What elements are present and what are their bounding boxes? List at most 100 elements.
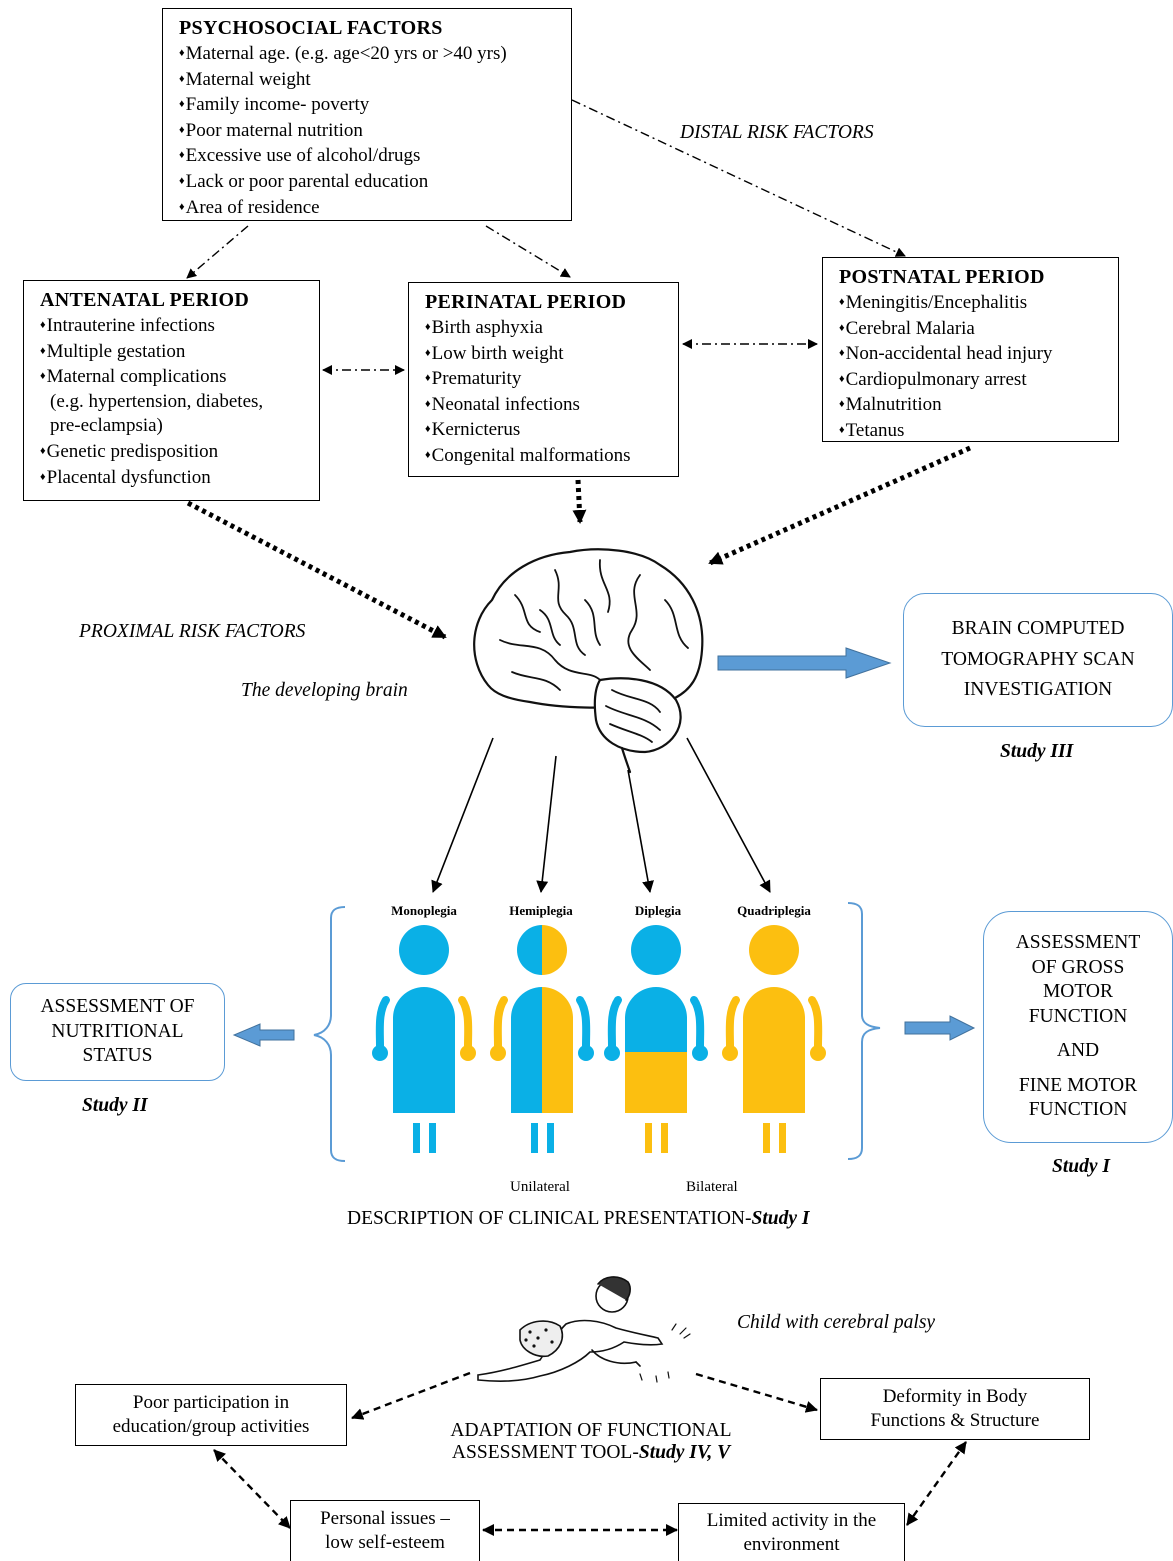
list-item: ♦Genetic predisposition (40, 440, 219, 462)
list-item: ♦Multiple gestation (40, 340, 186, 362)
list-item: ♦Tetanus (839, 419, 905, 441)
list-item-continuation: pre-eclampsia) (50, 415, 163, 437)
motor-line: ASSESSMENT (1015, 932, 1141, 954)
study-ii-label: Study II (82, 1095, 148, 1116)
palsy-label-quadriplegia: Quadriplegia (737, 903, 811, 918)
arrow-antenatal-brain (186, 500, 447, 640)
deformity-line: Deformity in Body (882, 1386, 1028, 1407)
motor-line: AND (1056, 1040, 1100, 1062)
nutrition-assessment-box: ASSESSMENT OF NUTRITIONAL STATUS (10, 983, 225, 1081)
postnatal-title: POSTNATAL PERIOD (839, 266, 1045, 288)
arrow-psychosocial-antenatal (186, 225, 249, 279)
participation-box: Poor participation in education/group ac… (75, 1384, 347, 1446)
deformity-line: Functions & Structure (870, 1410, 1040, 1431)
motor-line: FUNCTION (1028, 1099, 1128, 1121)
participation-line: Poor participation in (132, 1392, 290, 1413)
palsy-figure-hemiplegia (490, 925, 594, 1153)
motor-line: FINE MOTOR (1018, 1074, 1138, 1096)
arrow-psychosocial-perinatal (485, 225, 571, 278)
arrow-perinatal-brain (572, 479, 587, 524)
palsy-label-hemiplegia: Hemiplegia (509, 903, 573, 918)
list-item: ♦Non-accidental head injury (839, 343, 1053, 365)
list-item: ♦Kernicterus (425, 419, 521, 441)
list-item: ♦Poor maternal nutrition (179, 119, 363, 141)
palsy-figure-monoplegia (372, 925, 476, 1153)
bilateral-label: Bilateral (686, 1179, 738, 1195)
clinical-brackets (313, 902, 881, 1162)
list-item: ♦Family income- poverty (179, 94, 370, 116)
personal-line: Personal issues – (320, 1508, 450, 1529)
antenatal-period-box: ANTENATAL PERIOD ♦Intrauterine infection… (23, 280, 320, 501)
list-item: ♦Neonatal infections (425, 393, 580, 415)
arrow-to-nutrition (232, 1023, 295, 1047)
block-arrows (232, 647, 976, 1047)
outcome-arrows (213, 1371, 967, 1536)
arrow-brain-to-ct (717, 647, 892, 679)
perinatal-period-box: PERINATAL PERIOD ♦Birth asphyxia ♦Low bi… (408, 282, 679, 477)
nutrition-line: NUTRITIONAL (51, 1020, 184, 1042)
list-item: ♦Maternal age. (e.g. age<20 yrs or >40 y… (179, 43, 507, 64)
arrow-postnatal-brain (708, 445, 972, 566)
ct-scan-box: BRAIN COMPUTED TOMOGRAPHY SCAN INVESTIGA… (903, 593, 1173, 727)
ct-line: TOMOGRAPHY SCAN (941, 648, 1135, 670)
adaptation-line: ADAPTATION OF FUNCTIONAL (450, 1420, 732, 1441)
participation-line: education/group activities (112, 1416, 310, 1437)
motor-line: MOTOR (1042, 981, 1114, 1003)
developing-brain-label: The developing brain (241, 680, 408, 701)
activity-line: Limited activity in the (706, 1509, 877, 1531)
distal-arrows (186, 99, 906, 375)
palsy-label-monoplegia: Monoplegia (391, 903, 457, 918)
arrow-child-participation (351, 1371, 471, 1420)
personal-line: low self-esteem (325, 1532, 445, 1553)
ct-line: BRAIN COMPUTED (951, 618, 1125, 640)
list-item: ♦Birth asphyxia (425, 317, 543, 338)
adaptation-caption: ADAPTATION OF FUNCTIONAL ASSESSMENT TOOL… (436, 1420, 746, 1464)
list-item-continuation: (e.g. hypertension, diabetes, (50, 390, 264, 412)
nutrition-line: STATUS (82, 1045, 153, 1067)
motor-function-box: ASSESSMENT OF GROSS MOTOR FUNCTION AND F… (983, 911, 1173, 1143)
ct-line: INVESTIGATION (963, 679, 1113, 701)
nutrition-line: ASSESSMENT OF (40, 996, 195, 1018)
motor-line: OF GROSS (1031, 956, 1125, 978)
list-item: ♦Area of residence (179, 196, 320, 218)
list-item: ♦Meningitis/Encephalitis (839, 292, 1028, 313)
psychosocial-factors-box: PSYCHOSOCIAL FACTORS ♦Maternal age. (e.g… (162, 8, 572, 221)
personal-issues-box: Personal issues – low self-esteem (290, 1500, 480, 1561)
proximal-arrows (186, 445, 972, 640)
arrow-child-deformity (695, 1372, 818, 1413)
limited-activity-box: Limited activity in the environment (678, 1503, 905, 1561)
brain-illustration (473, 548, 704, 774)
arrow-psychosocial-postnatal (571, 99, 906, 257)
perinatal-title: PERINATAL PERIOD (425, 291, 627, 313)
study-i-label: Study I (1052, 1156, 1110, 1177)
list-item: ♦Cerebral Malaria (839, 317, 975, 339)
list-item: ♦Placental dysfunction (40, 466, 211, 488)
arrow-to-motor (904, 1015, 976, 1041)
palsy-figure-diplegia (604, 925, 708, 1153)
palsy-label-diplegia: Diplegia (634, 903, 682, 918)
psychosocial-title: PSYCHOSOCIAL FACTORS (179, 17, 443, 39)
child-label: Child with cerebral palsy (737, 1312, 936, 1333)
list-item: ♦Cardiopulmonary arrest (839, 368, 1027, 390)
list-item: ♦Intrauterine infections (40, 315, 215, 336)
study-iii-label: Study III (1000, 741, 1074, 762)
adaptation-line: ASSESSMENT TOOL-Study IV, V (451, 1442, 731, 1463)
distal-risk-label: DISTAL RISK FACTORS (680, 122, 874, 143)
arrow-participation-personal (213, 1449, 291, 1529)
list-item: ♦Congenital malformations (425, 444, 631, 466)
unilateral-label: Unilateral (510, 1179, 570, 1195)
list-item: ♦Maternal weight (179, 68, 311, 90)
clinical-presentation-caption: DESCRIPTION OF CLINICAL PRESENTATION-Stu… (347, 1208, 810, 1229)
child-illustration (477, 1276, 691, 1383)
list-item: ♦Lack or poor parental education (179, 170, 429, 192)
list-item: ♦Excessive use of alcohol/drugs (179, 145, 421, 167)
arrow-deformity-activity (906, 1441, 967, 1526)
list-item: ♦Malnutrition (839, 394, 942, 416)
postnatal-period-box: POSTNATAL PERIOD ♦Meningitis/Encephaliti… (822, 257, 1119, 442)
motor-line: FUNCTION (1028, 1005, 1128, 1027)
antenatal-title: ANTENATAL PERIOD (40, 289, 250, 311)
list-item: ♦Maternal complications (40, 366, 227, 388)
activity-line: environment (743, 1533, 840, 1555)
brain-to-palsy-arrows (431, 737, 771, 893)
